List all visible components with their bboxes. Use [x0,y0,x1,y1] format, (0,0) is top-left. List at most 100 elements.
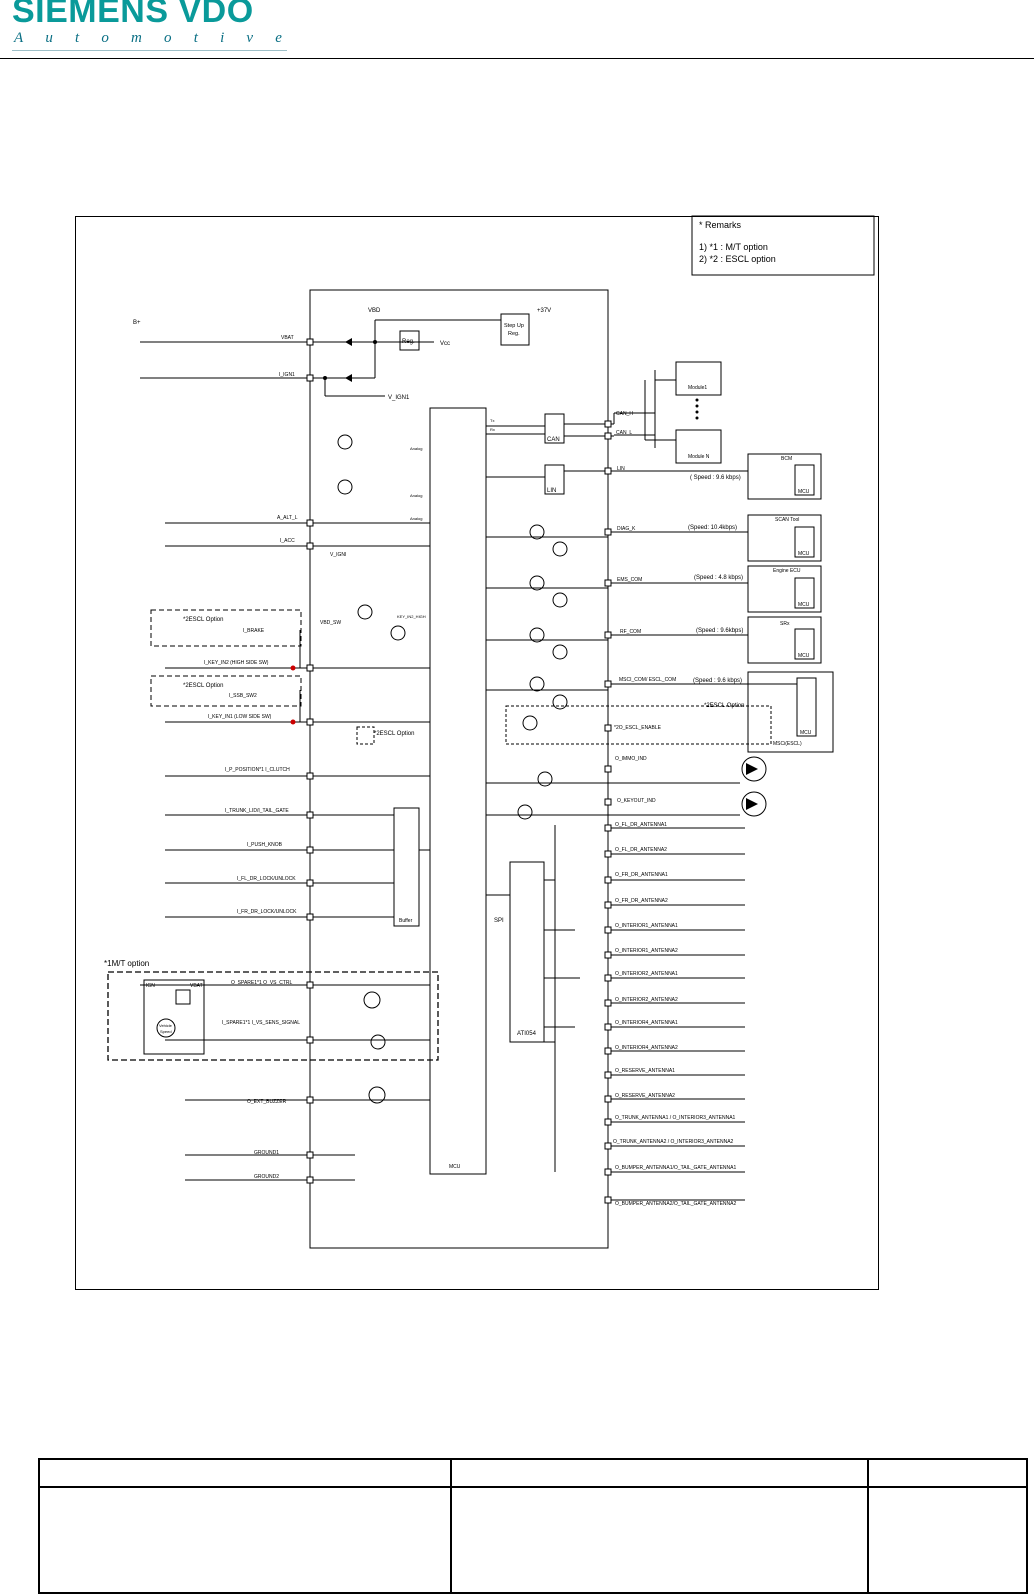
module1-label: Module1 [688,385,707,391]
stepup-reg-label: Reg. [508,331,520,337]
reg-block [399,330,420,351]
v-ign1-label: V_IGN1 [388,395,410,401]
brand-letter: v [246,30,254,46]
brake-label: I_BRAKE [243,628,265,634]
rf-com-label: RF_COM [620,629,641,635]
mt-ign-label: IGN [146,983,155,989]
key-in2-label: I_KEY_IN2 (HIGH SIDE SW) [204,660,269,666]
msci-box [747,671,834,753]
speed-label: Speed [160,1029,172,1034]
diag-k-label: DIAG_K [617,526,636,532]
bcm-box [747,453,822,500]
footer-table [38,1458,1028,1594]
vehicle-label: Vehicle [159,1023,173,1028]
remarks-box [691,215,875,276]
brand-name: SIEMENS VDO [12,0,254,30]
antenna-label: O_FR_DR_ANTENNA2 [615,898,668,904]
vbat-label: VBAT [281,335,294,341]
footer-cell [450,1486,869,1594]
footer-cell [867,1486,1028,1594]
can-l-label: CAN_L [616,430,632,436]
bplus-label: B+ [133,320,141,326]
mt-vbat-label: VBAT [190,983,203,989]
remarks-line2: 2) *2 : ESCL option [699,254,776,264]
antenna-label: O_FL_DR_ANTENNA2 [615,847,667,853]
engine-box [747,565,822,613]
buffer-label: Buffer [399,918,413,924]
lin-block-label: LIN [547,488,556,494]
stepup-block [500,313,530,346]
escl-enable-label: *2O_ESCL_ENABLE [614,725,662,731]
header-divider [0,58,1034,59]
srx-name: SRx [780,621,790,627]
company-logo: SIEMENS VDO A u t o m o t i v e [12,0,302,51]
buzzer-label: O_EXT_BUZZER [247,1099,287,1105]
escl-option-label: *2ESCL Option [374,731,414,737]
brand-letter: o [101,30,109,46]
antenna-label: O_INTERIOR4_ANTENNA2 [615,1045,678,1051]
diagram-frame [75,216,879,1290]
ati-block [509,861,545,1043]
antenna-label: O_INTERIOR1_ANTENNA2 [615,948,678,954]
lin-block [544,464,565,495]
scan-box [747,514,822,562]
antenna-label: O_INTERIOR4_ANTENNA1 [615,1020,678,1026]
key-in2-high-label: KEY_IN2_HIGH [397,614,426,619]
module1-box [675,361,722,396]
footer-cell [38,1486,452,1594]
tx-label: Tx [490,418,494,423]
reg-label: Reg. [402,339,415,345]
srx-box [747,616,822,664]
brand-subtitle: A u t o m o t i v e [14,30,282,47]
analog-label: Analog [410,493,422,498]
spi-label: SPI [494,918,504,924]
antenna-label: O_BUMPER_ANTENNA2/O_TAIL_GATE_ANTENNA2 [615,1201,736,1207]
ground1-label: GROUND1 [254,1150,279,1156]
logo-underline [12,50,287,51]
escl-option-label: *2ESCL Option [704,703,744,709]
antenna-label: O_INTERIOR2_ANTENNA2 [615,997,678,1003]
can-block [544,413,565,444]
vbd-label: VBD [368,308,381,314]
alt-label: A_ALT_L [277,515,298,521]
ground2-label: GROUND2 [254,1174,279,1180]
can-label: CAN [547,437,560,443]
push-knob-label: I_PUSH_KNOB [247,842,283,848]
footer-cell [867,1458,1028,1488]
ign1-label: I_IGN1 [279,372,295,378]
v-ign-label: V_IGNI [330,552,346,558]
antenna-label: O_RESERVE_ANTENNA2 [615,1093,675,1099]
brand-letter: m [131,30,142,46]
rx-label: Rx [490,427,495,432]
ati-label: ATI054 [517,1031,537,1037]
brand-letter: i [220,30,225,46]
antenna-label: O_FL_DR_ANTENNA1 [615,822,667,828]
antenna-label: O_RESERVE_ANTENNA1 [615,1068,675,1074]
engine-speed: (Speed : 4.8 kbps) [694,575,743,581]
v37-label: +37V [537,308,551,314]
fl-lock-label: I_FL_DR_LOCK/UNLOCK [237,876,296,882]
modulen-box [675,429,722,464]
msci-mcu: MCU [800,730,812,736]
vcc-label: Vcc [440,341,450,347]
buffer-block [393,807,420,927]
antenna-label: O_TRUNK_ANTENNA2 / O_INTERIOR3_ANTENNA2 [613,1139,734,1145]
key-in1-label: I_KEY_IN1 (LOW SIDE SW) [208,714,272,720]
antenna-label: O_TRUNK_ANTENNA1 / O_INTERIOR3_ANTENNA1 [615,1115,736,1121]
msci-name: MSCi(ESCL) [773,741,802,747]
ecu-outline [309,289,609,1249]
engine-name: Engine ECU [773,568,801,574]
scan-name: SCAN Tool [775,517,799,523]
analog-label: Analog [410,446,422,451]
can-h-label: CAN_H [616,411,633,417]
spare1-out-label: O_SPARE1*1 O_VS_CTRL [231,980,293,986]
brand-letter: e [275,30,282,46]
brand-letter: t [193,30,198,46]
ems-com-label: EMS_COM [617,577,642,583]
footer-cell [38,1458,452,1488]
antenna-label: O_INTERIOR1_ANTENNA1 [615,923,678,929]
brand-letter: A [14,30,24,46]
srx-mcu: MCU [798,653,810,659]
msci-com-label: MSCI_COM/ ESCL_COM [619,677,676,683]
